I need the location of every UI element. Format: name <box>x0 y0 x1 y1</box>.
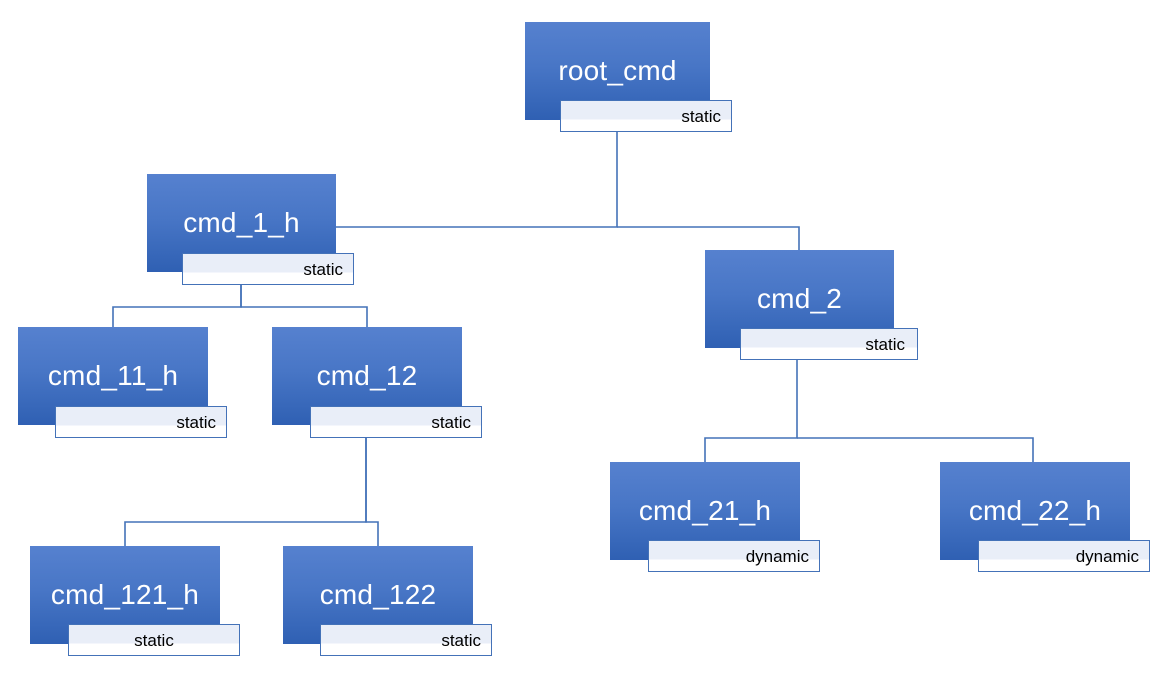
node-tag-text-cmd_12: static <box>431 412 471 432</box>
node-tag-cmd_122[interactable]: static <box>320 624 492 656</box>
edge-cmd_1_h-to-cmd_11_h <box>112 285 242 327</box>
node-tag-cmd_21_h[interactable]: dynamic <box>648 540 820 572</box>
node-tag-text-cmd_121_h: static <box>134 630 174 650</box>
node-tag-text-cmd_11_h: static <box>176 412 216 432</box>
node-title-cmd_21_h: cmd_21_h <box>638 495 772 526</box>
node-tag-cmd_121_h[interactable]: static <box>68 624 240 656</box>
edge-root_cmd-to-cmd_1_h <box>336 132 618 228</box>
node-title-cmd_12: cmd_12 <box>316 360 418 391</box>
edge-root_cmd-to-cmd_2 <box>617 226 800 250</box>
node-tag-text-cmd_21_h: dynamic <box>745 546 809 566</box>
edge-cmd_2-to-cmd_22_h <box>797 437 1034 462</box>
node-title-cmd_122: cmd_122 <box>319 579 437 610</box>
edge-cmd_2-to-cmd_21_h <box>704 360 798 462</box>
node-tag-cmd_11_h[interactable]: static <box>55 406 227 438</box>
node-tag-text-cmd_122: static <box>441 630 481 650</box>
node-tag-text-cmd_22_h: dynamic <box>1075 546 1139 566</box>
edge-cmd_12-to-cmd_121_h <box>124 438 367 546</box>
node-title-cmd_1_h: cmd_1_h <box>183 207 300 238</box>
edge-cmd_1_h-to-cmd_12 <box>240 285 368 327</box>
node-tag-cmd_12[interactable]: static <box>310 406 482 438</box>
node-title-cmd_2: cmd_2 <box>756 283 843 314</box>
node-title-cmd_22_h: cmd_22_h <box>968 495 1102 526</box>
edge-cmd_12-to-cmd_122 <box>365 438 379 546</box>
node-tag-cmd_2[interactable]: static <box>740 328 918 360</box>
node-title-root_cmd: root_cmd <box>558 55 677 86</box>
node-tag-text-cmd_2: static <box>865 334 905 354</box>
node-title-cmd_121_h: cmd_121_h <box>50 579 200 610</box>
node-tag-root_cmd[interactable]: static <box>560 100 732 132</box>
node-tag-cmd_1_h[interactable]: static <box>182 253 354 285</box>
node-title-cmd_11_h: cmd_11_h <box>47 360 179 391</box>
node-tag-cmd_22_h[interactable]: dynamic <box>978 540 1150 572</box>
node-tag-text-root_cmd: static <box>681 106 721 126</box>
node-tag-text-cmd_1_h: static <box>303 259 343 279</box>
